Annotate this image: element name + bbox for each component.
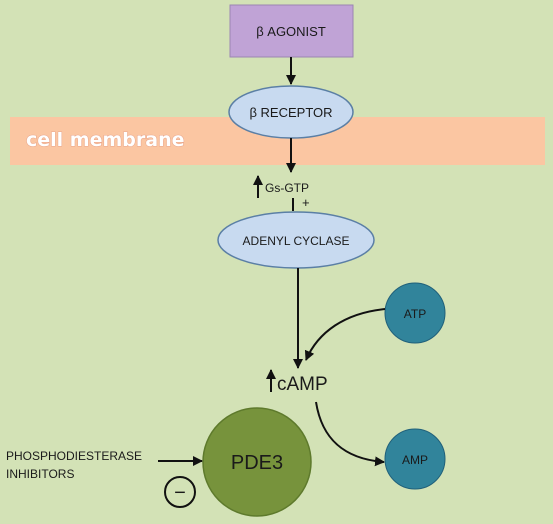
inhibition-sign: − [174,482,186,504]
inhibition-sign-circle [164,476,196,508]
adenyl-cyclase-node [217,211,375,269]
beta-receptor-label: β RECEPTOR [249,105,332,120]
phosphodiesterase-inhibitors-label-line2: INHIBITORS [6,467,74,481]
phosphodiesterase-inhibitors-label-line1: PHOSPHODIESTERASE [6,449,142,463]
pde3-label: PDE3 [231,452,283,474]
cell-membrane-label: cell membrane [26,129,184,151]
camp-label: cAMP [277,374,328,395]
pde3-node [202,407,312,517]
atp-node [384,282,446,344]
amp-node [384,428,446,490]
arrow-atp-to-camp [304,308,386,361]
amp-label: AMP [402,453,428,467]
beta-agonist-box [229,4,354,58]
stimulation-plus: + [302,195,310,210]
atp-label: ATP [404,307,426,321]
beta-agonist-label: β AGONIST [256,24,326,39]
gs-gtp-label: Gs-GTP [265,181,309,195]
adenyl-cyclase-label: ADENYL CYCLASE [243,234,350,248]
arrow-camp-to-amp [315,401,385,467]
